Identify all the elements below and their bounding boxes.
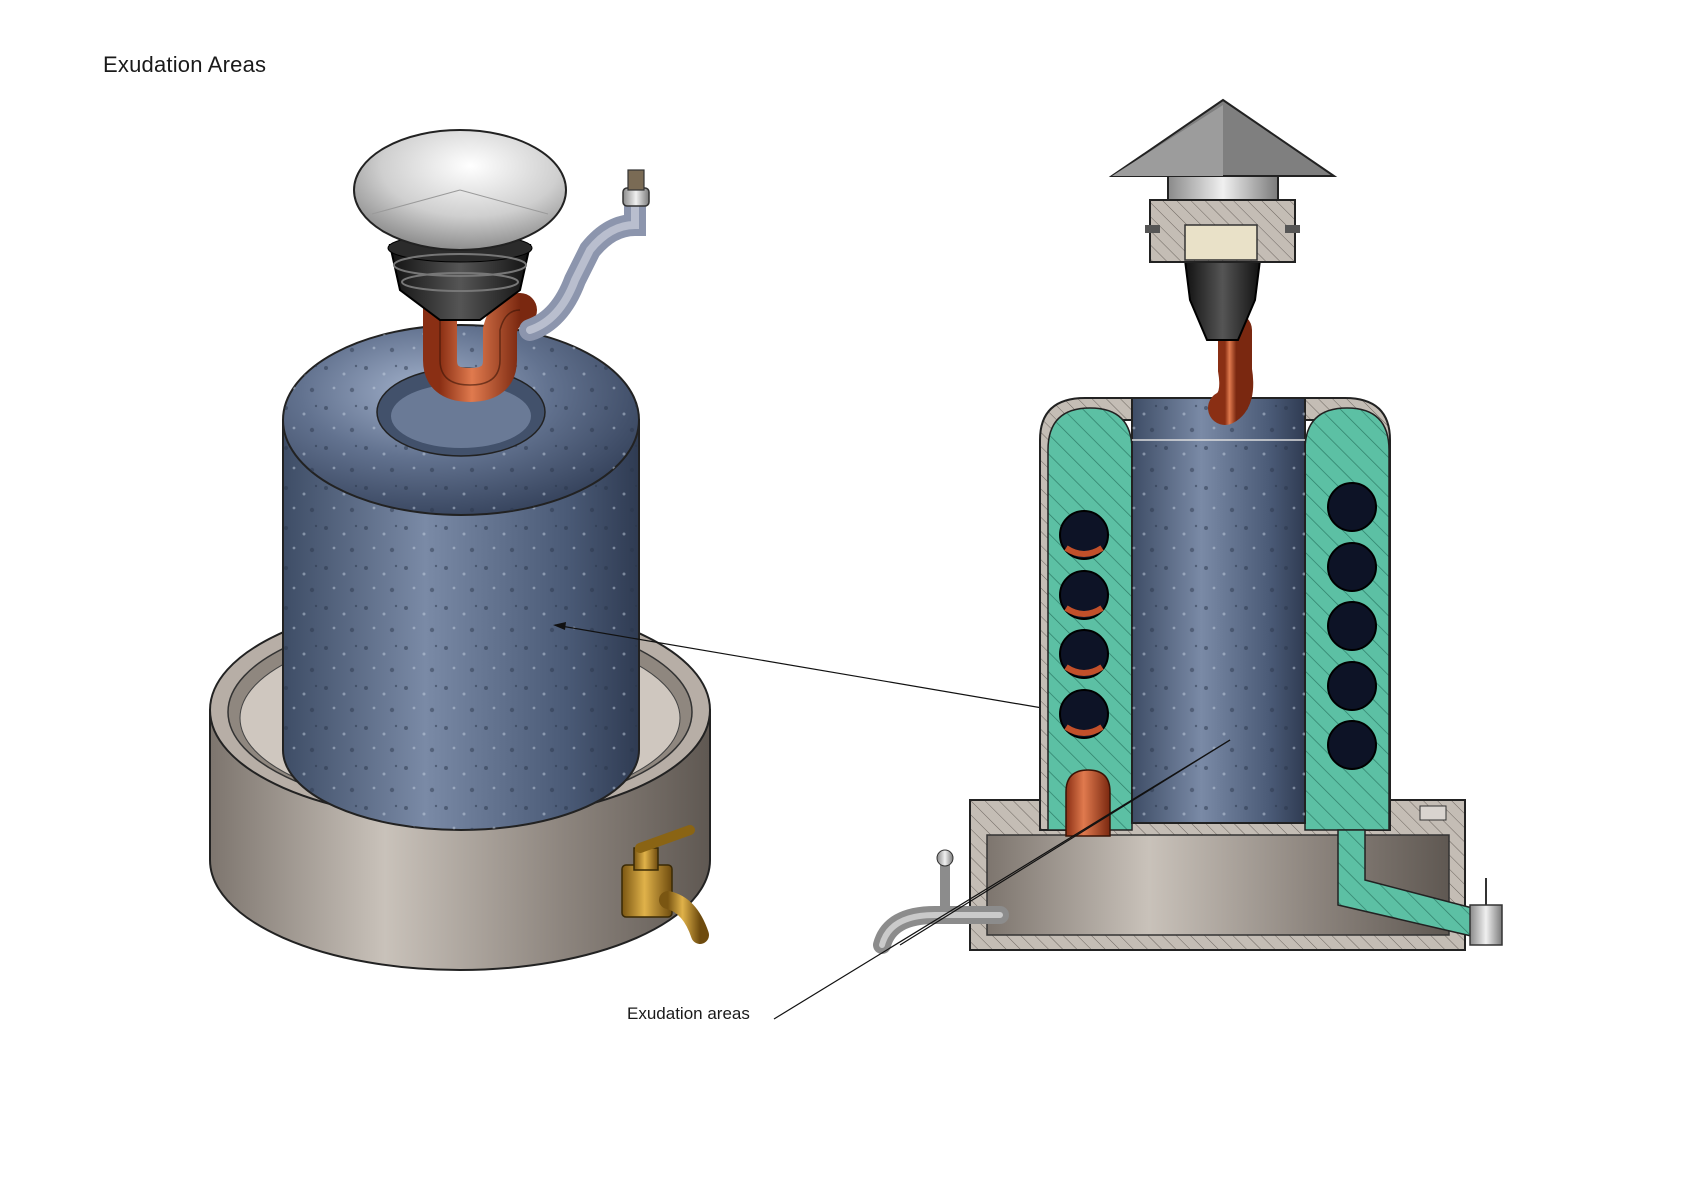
copper-elbow-pipe bbox=[423, 283, 537, 403]
section-view bbox=[773, 98, 1503, 1020]
brass-tap bbox=[621, 825, 709, 944]
cone-cap bbox=[353, 129, 567, 251]
vent-pipe bbox=[519, 169, 650, 341]
callout-arrowhead bbox=[553, 622, 566, 630]
page-title: Exudation Areas bbox=[103, 52, 267, 77]
isometric-view bbox=[209, 129, 1231, 971]
top-copper-pipe bbox=[1208, 313, 1254, 425]
drain-spout bbox=[873, 849, 1009, 954]
outlet-channel-section bbox=[1337, 829, 1503, 946]
vent-hat bbox=[1108, 98, 1338, 201]
coil-pipes-left bbox=[1059, 510, 1111, 837]
callout-label: Exudation areas bbox=[627, 1004, 750, 1023]
callout-leader-line-2 bbox=[773, 739, 1231, 1020]
coil-pipes-right bbox=[1327, 482, 1377, 770]
stone-core-section bbox=[1131, 397, 1306, 824]
flange-section bbox=[1145, 199, 1300, 263]
callout-leader-line-3 bbox=[899, 739, 1231, 946]
